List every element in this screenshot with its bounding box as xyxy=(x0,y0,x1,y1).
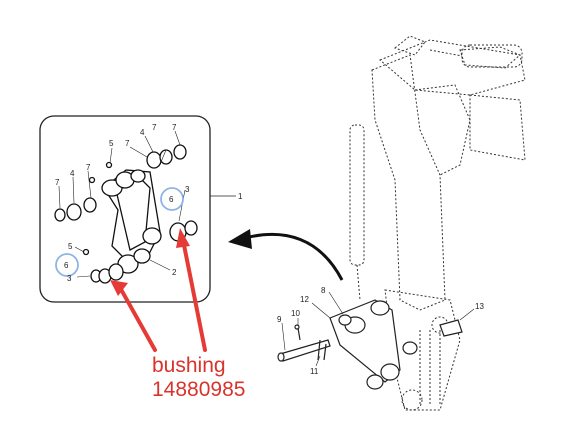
detail-label-3-lower: 3 xyxy=(67,274,72,283)
detail-label-7-c: 7 xyxy=(125,139,130,148)
detail-label-5-lower: 5 xyxy=(68,242,73,251)
machine-labels xyxy=(281,291,475,367)
detail-label-2: 2 xyxy=(172,268,177,277)
machine-link-assembly xyxy=(277,299,463,390)
detail-label-7-b: 7 xyxy=(55,178,60,187)
detail-rings xyxy=(54,144,198,284)
callout-part-name: bushing xyxy=(152,354,226,377)
detail-label-7-d: 7 xyxy=(152,123,157,132)
red-callout-arrows xyxy=(110,228,207,352)
callout-part-number: 14880985 xyxy=(152,378,245,401)
detail-label-4-right: 4 xyxy=(140,128,145,137)
machine-label-11: 11 xyxy=(310,367,319,376)
detail-link-part xyxy=(101,169,162,274)
machine-label-8: 8 xyxy=(321,286,326,295)
detail-label-5-top: 5 xyxy=(109,139,114,148)
detail-label-7-e: 7 xyxy=(172,123,177,132)
machine-label-13: 13 xyxy=(475,302,484,311)
detail-label-1: 1 xyxy=(238,192,243,201)
detail-label-4-left: 4 xyxy=(70,169,75,178)
highlight-circle-lower xyxy=(55,253,79,277)
machine-label-12: 12 xyxy=(300,295,309,304)
machine-label-9: 9 xyxy=(277,315,282,324)
detail-leaders xyxy=(58,130,186,278)
pointer-arrow xyxy=(228,229,344,281)
detail-label-3-top: 3 xyxy=(185,185,190,194)
detail-label-7-a: 7 xyxy=(86,163,91,172)
highlight-circle-upper xyxy=(160,187,184,211)
machine-label-10: 10 xyxy=(291,309,300,318)
detail-label-6-lower: 6 xyxy=(64,261,69,270)
detail-label-6-upper: 6 xyxy=(169,195,174,204)
